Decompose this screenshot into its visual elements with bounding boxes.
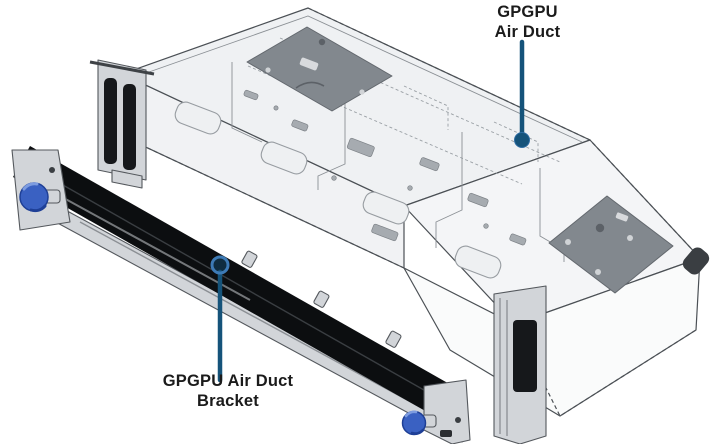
- io-slot-1: [104, 78, 117, 164]
- mounting-plate-right: [548, 195, 674, 294]
- callout-leaders: [210, 39, 530, 383]
- duct-corner-foot: [682, 247, 710, 275]
- io-slot-3: [513, 320, 537, 392]
- gpgpu-air-duct: [89, 7, 710, 444]
- bracket-right-end: [401, 379, 471, 444]
- gpgpu-air-duct-bracket: [11, 146, 471, 444]
- duct-feet-pads: [174, 101, 502, 279]
- io-slot-2: [123, 84, 136, 170]
- bracket-left-end: [11, 149, 71, 231]
- mounting-plate-top: [246, 26, 393, 112]
- duct-internal-components: [243, 89, 527, 246]
- bracket-leader-dot: [210, 255, 230, 275]
- air-duct-callout-line1: GPGPU: [497, 3, 558, 21]
- bracket-callout-line2: Bracket: [197, 392, 259, 410]
- air-duct-leader-dot: [514, 132, 530, 148]
- front-io-bracket: [493, 285, 547, 444]
- air-duct-callout: GPGPU Air Duct: [455, 2, 600, 42]
- rear-io-bracket: [89, 59, 155, 189]
- bracket-callout-line1: GPGPU Air Duct: [162, 372, 294, 390]
- air-duct-callout-line2: Air Duct: [494, 23, 561, 41]
- bracket-callout: GPGPU Air Duct Bracket: [140, 371, 316, 411]
